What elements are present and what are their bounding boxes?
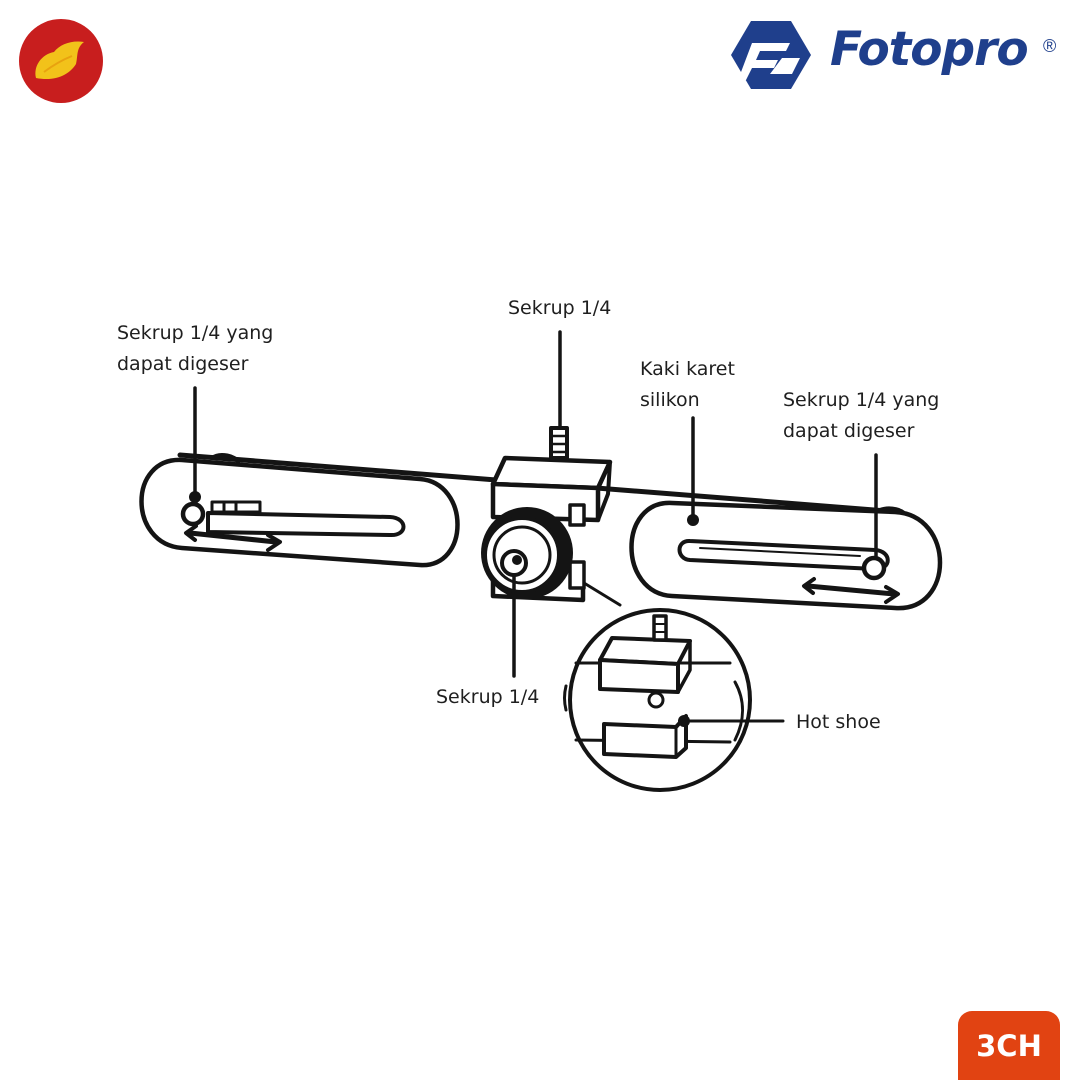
left-plate — [139, 457, 460, 568]
hot-shoe-detail — [563, 581, 785, 792]
callout-bottom-screw: Sekrup 1/4 — [436, 686, 540, 708]
registered-mark: ® — [1043, 36, 1057, 56]
callout-right-sliding-screw: Sekrup 1/4 yang dapat digeser — [783, 389, 940, 442]
callout-top-screw: Sekrup 1/4 — [508, 297, 612, 319]
left-sliding-screw — [180, 501, 206, 527]
fotopro-logo-icon — [731, 21, 811, 89]
corner-badge: 3CH — [958, 1011, 1060, 1080]
right-slide-arrow — [802, 577, 900, 604]
rubber-foot-dot — [687, 514, 699, 526]
left-slide-arrow — [184, 524, 282, 552]
callout-left-sliding-screw: Sekrup 1/4 yang dapat digeser — [117, 322, 274, 375]
right-plate — [629, 500, 943, 611]
left-slot — [206, 511, 406, 537]
callout-rubber-feet: Kaki karet silikon — [640, 358, 735, 411]
center-mount — [481, 426, 613, 603]
bracket-illustration — [139, 330, 943, 792]
store-logo — [19, 19, 103, 103]
callout-hot-shoe: Hot shoe — [796, 711, 881, 733]
brand-name: Fotopro — [830, 22, 1029, 77]
